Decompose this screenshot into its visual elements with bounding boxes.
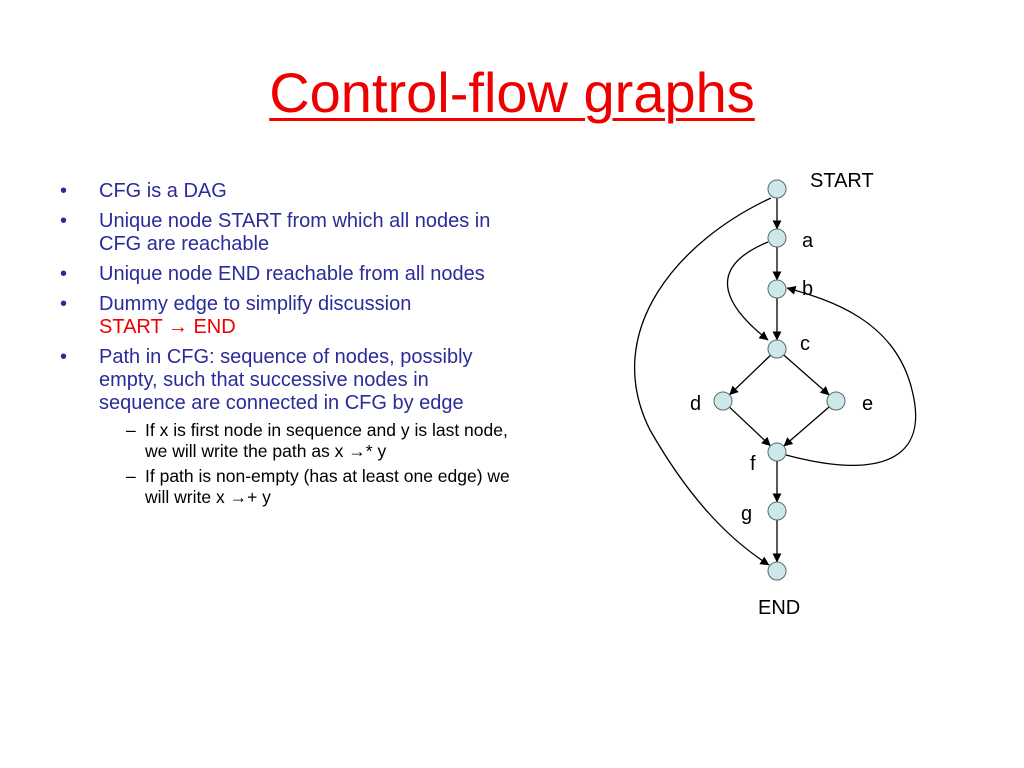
node-e (826, 391, 846, 411)
sub-bullet-marker: – (126, 466, 136, 486)
edge-a-c (726, 241, 769, 341)
bullet-marker: • (60, 293, 68, 315)
edge-e-f (783, 406, 830, 447)
bullet-text: Unique node START from which all nodes i… (99, 210, 491, 255)
node-label-f: f (750, 453, 756, 475)
node-g (767, 501, 787, 521)
sub-bullet-text: If x is first node in sequence and y is … (145, 420, 508, 461)
bullet-text: Unique node END reachable from all nodes (99, 263, 485, 285)
sub-bullet-list: – If x is first node in sequence and y i… (99, 420, 510, 508)
bullet-item: • Dummy edge to simplify discussion STAR… (60, 293, 510, 339)
nodes-layer (713, 179, 846, 581)
node-label-c: c (800, 333, 810, 355)
edge-c-d (729, 354, 771, 396)
slide-title: Control-flow graphs (269, 61, 755, 124)
node-label-d: d (690, 393, 701, 415)
edges-layer (633, 197, 917, 566)
edge-f-b (785, 285, 917, 466)
sub-bullet-marker: – (126, 420, 136, 440)
bullet-text: CFG is a DAG (99, 180, 227, 202)
bullet-marker: • (60, 180, 68, 202)
bullet-item: • CFG is a DAG (60, 180, 510, 203)
edge-start-end (633, 197, 772, 566)
node-label-g: g (741, 503, 752, 525)
node-a (767, 228, 787, 248)
node-label-e: e (862, 393, 873, 415)
start-end-highlight: START → END (99, 316, 236, 338)
bullet-list: • CFG is a DAG • Unique node START from … (60, 180, 510, 515)
node-b (767, 279, 787, 299)
node-label-b: b (802, 278, 813, 300)
node-start (767, 179, 787, 199)
bullet-item: • Unique node START from which all nodes… (60, 210, 510, 256)
edge-d-f (729, 406, 771, 447)
node-c (767, 339, 787, 359)
sub-bullet-item: – If path is non-empty (has at least one… (99, 466, 510, 508)
bullet-marker: • (60, 263, 68, 285)
node-label-end: END (758, 597, 800, 619)
sub-bullet-text: If path is non-empty (has at least one e… (145, 466, 510, 507)
sub-bullet-item: – If x is first node in sequence and y i… (99, 420, 510, 462)
node-label-a: a (802, 230, 814, 252)
bullet-text: Path in CFG: sequence of nodes, possibly… (99, 346, 473, 414)
node-f (767, 442, 787, 462)
bullet-marker: • (60, 346, 68, 368)
bullet-text: Dummy edge to simplify discussion (99, 293, 412, 315)
edge-c-e (783, 354, 830, 396)
node-end (767, 561, 787, 581)
bullet-marker: • (60, 210, 68, 232)
bullet-item: • Unique node END reachable from all nod… (60, 263, 510, 286)
bullet-item: • Path in CFG: sequence of nodes, possib… (60, 346, 510, 508)
node-d (713, 391, 733, 411)
node-label-start: START (810, 170, 874, 192)
